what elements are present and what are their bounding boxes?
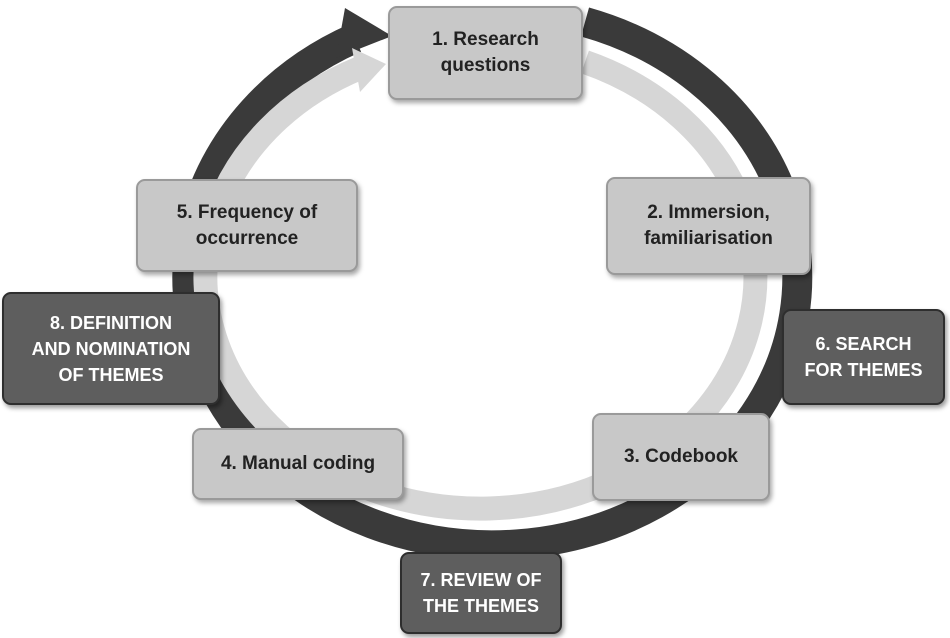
step-5-frequency: 5. Frequency of occurrence — [136, 179, 358, 272]
step-5-label: 5. Frequency of occurrence — [176, 201, 318, 249]
step-4-label: 4. Manual coding — [220, 453, 376, 474]
step-6-search-themes: 6. SEARCH FOR THEMES — [782, 309, 945, 405]
step-2-label: 2. Immersion, familiarisation — [644, 202, 773, 249]
step-7-label: 7. REVIEW OF THE THEMES — [420, 570, 542, 616]
step-6-label: 6. SEARCH FOR THEMES — [804, 334, 923, 380]
step-1-label: 1. Research questions — [432, 29, 539, 76]
step-8-definition-themes: 8. DEFINITION AND NOMINATION OF THEMES — [2, 292, 220, 405]
step-7-review-themes: 7. REVIEW OF THE THEMES — [400, 552, 562, 634]
step-3-codebook: 3. Codebook — [592, 413, 770, 501]
step-1-research-questions: 1. Research questions — [388, 6, 583, 100]
step-4-manual-coding: 4. Manual coding — [192, 428, 404, 500]
step-2-immersion: 2. Immersion, familiarisation — [606, 177, 811, 275]
inner-arrowhead — [352, 48, 386, 92]
outer-arrowhead — [336, 8, 392, 58]
step-3-label: 3. Codebook — [623, 446, 738, 467]
step-8-label: 8. DEFINITION AND NOMINATION OF THEMES — [31, 312, 191, 385]
